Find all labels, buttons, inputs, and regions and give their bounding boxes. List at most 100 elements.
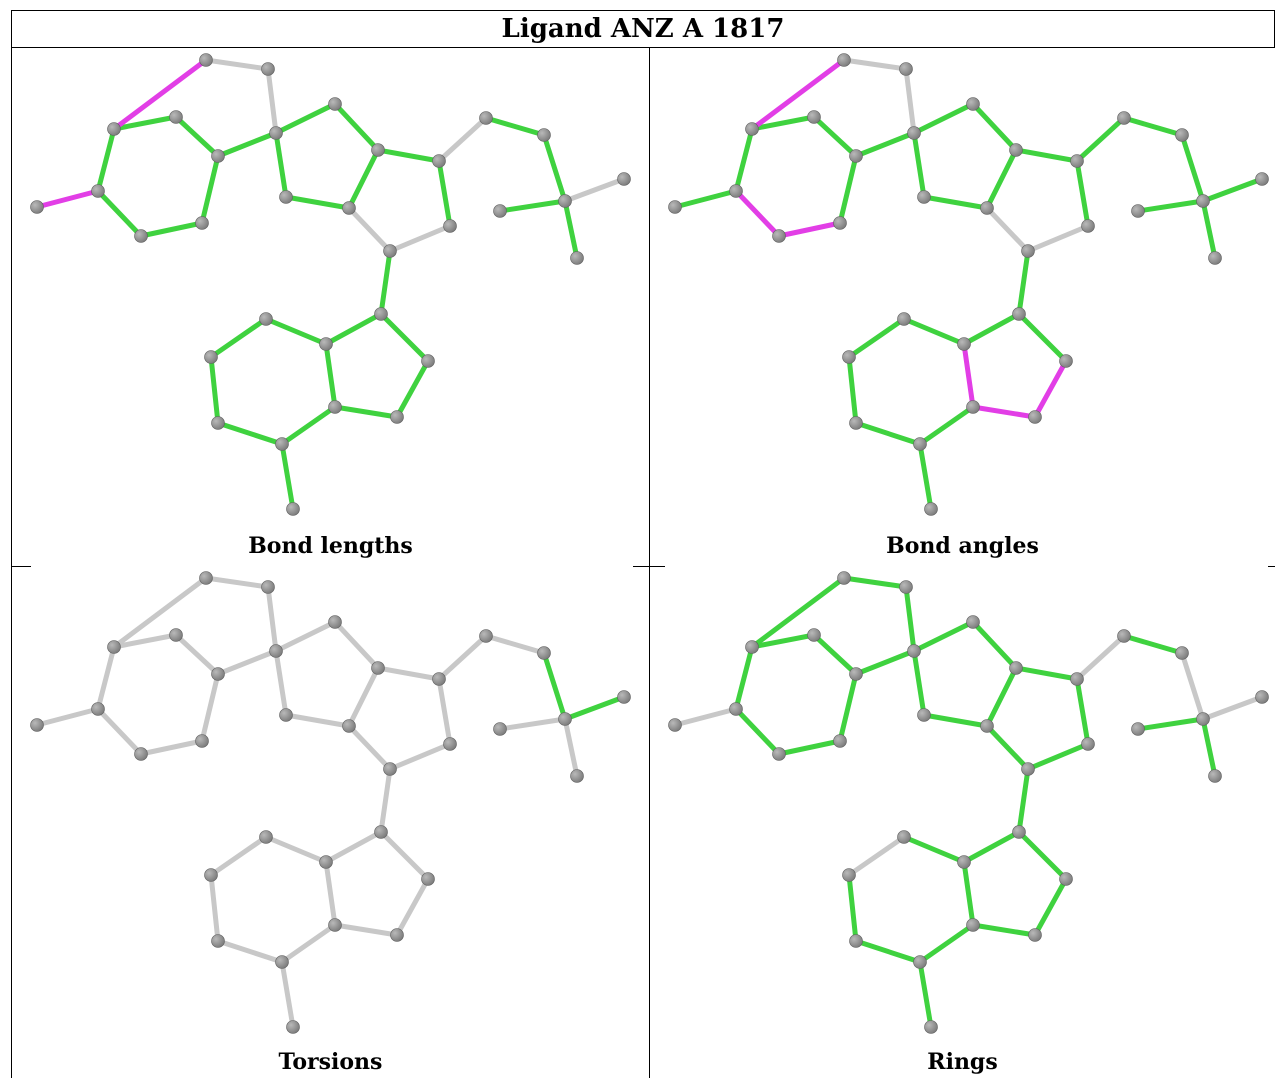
bond xyxy=(1016,248,1031,317)
bond xyxy=(733,706,782,757)
bond xyxy=(901,834,967,865)
atom xyxy=(966,918,980,932)
bond xyxy=(1121,115,1185,138)
atom xyxy=(772,229,786,243)
atom xyxy=(772,747,786,761)
atom xyxy=(286,1020,300,1034)
bond xyxy=(138,738,205,757)
atom xyxy=(1059,872,1073,886)
molecule-bond-angles xyxy=(668,53,1269,516)
atom xyxy=(957,855,971,869)
atom xyxy=(1117,629,1131,643)
bond xyxy=(853,420,923,447)
bond xyxy=(483,115,547,138)
atom xyxy=(319,855,333,869)
bond xyxy=(917,922,976,965)
atom xyxy=(899,580,913,594)
atom xyxy=(286,502,300,516)
atom xyxy=(371,661,385,675)
bond xyxy=(497,198,568,214)
atom xyxy=(169,628,183,642)
bond xyxy=(215,938,285,965)
bond xyxy=(672,188,739,210)
bond xyxy=(911,130,927,200)
atom xyxy=(558,194,572,208)
bond xyxy=(749,575,847,650)
bond xyxy=(749,632,817,650)
atom xyxy=(837,53,851,67)
bond xyxy=(811,114,859,159)
bond xyxy=(1016,829,1069,882)
atom xyxy=(1081,737,1095,751)
bond xyxy=(273,648,289,718)
bond xyxy=(208,834,269,878)
bond xyxy=(733,644,755,712)
atom xyxy=(807,628,821,642)
atom xyxy=(275,955,289,969)
atom xyxy=(204,868,218,882)
bond xyxy=(111,57,209,132)
atom xyxy=(383,244,397,258)
atom xyxy=(30,718,44,732)
bond xyxy=(394,358,431,420)
atom xyxy=(319,337,333,351)
atom xyxy=(570,769,584,783)
atom xyxy=(849,149,863,163)
atom xyxy=(107,640,121,654)
atom xyxy=(897,830,911,844)
atom xyxy=(211,667,225,681)
bond xyxy=(378,766,393,835)
atom xyxy=(957,337,971,351)
atom xyxy=(107,122,121,136)
atom xyxy=(443,737,457,751)
atom xyxy=(390,410,404,424)
bond xyxy=(332,619,381,671)
bond xyxy=(562,198,580,261)
bond xyxy=(279,404,338,447)
atom xyxy=(211,934,225,948)
atom xyxy=(269,126,283,140)
atom xyxy=(195,734,209,748)
atom xyxy=(134,229,148,243)
bond xyxy=(173,632,221,677)
bond xyxy=(841,575,909,590)
atom xyxy=(807,110,821,124)
bond xyxy=(279,922,338,965)
atom xyxy=(842,868,856,882)
grid-line-mid-center xyxy=(633,566,665,567)
bond xyxy=(1016,766,1031,835)
atom xyxy=(907,126,921,140)
bond xyxy=(215,420,285,447)
bond xyxy=(1200,176,1265,204)
bond xyxy=(378,829,431,882)
caption-bond-lengths: Bond lengths xyxy=(248,533,413,559)
bond xyxy=(917,441,934,512)
bond xyxy=(1135,198,1206,214)
bond xyxy=(436,676,453,747)
bond xyxy=(1013,147,1080,164)
bond xyxy=(846,834,907,878)
atom xyxy=(1117,111,1131,125)
molecule-bond-lengths xyxy=(30,53,631,516)
atom xyxy=(617,690,631,704)
bond xyxy=(387,223,453,254)
atom xyxy=(1208,251,1222,265)
panel-torsions: Torsions xyxy=(12,567,649,1078)
atom xyxy=(1208,769,1222,783)
bond xyxy=(95,644,117,712)
bond xyxy=(1135,716,1206,732)
atom xyxy=(275,437,289,451)
atom xyxy=(134,747,148,761)
bond xyxy=(961,341,976,410)
bond xyxy=(95,188,144,239)
bond xyxy=(173,114,221,159)
atom xyxy=(924,1020,938,1034)
grid-line-mid-left xyxy=(11,566,31,567)
title-cell: Ligand ANZ A 1817 xyxy=(11,10,1275,48)
bond xyxy=(208,354,221,426)
bond xyxy=(911,619,976,654)
bond xyxy=(1121,633,1185,656)
bond xyxy=(541,132,568,204)
caption-torsions: Torsions xyxy=(278,1049,383,1075)
bond xyxy=(273,130,289,200)
